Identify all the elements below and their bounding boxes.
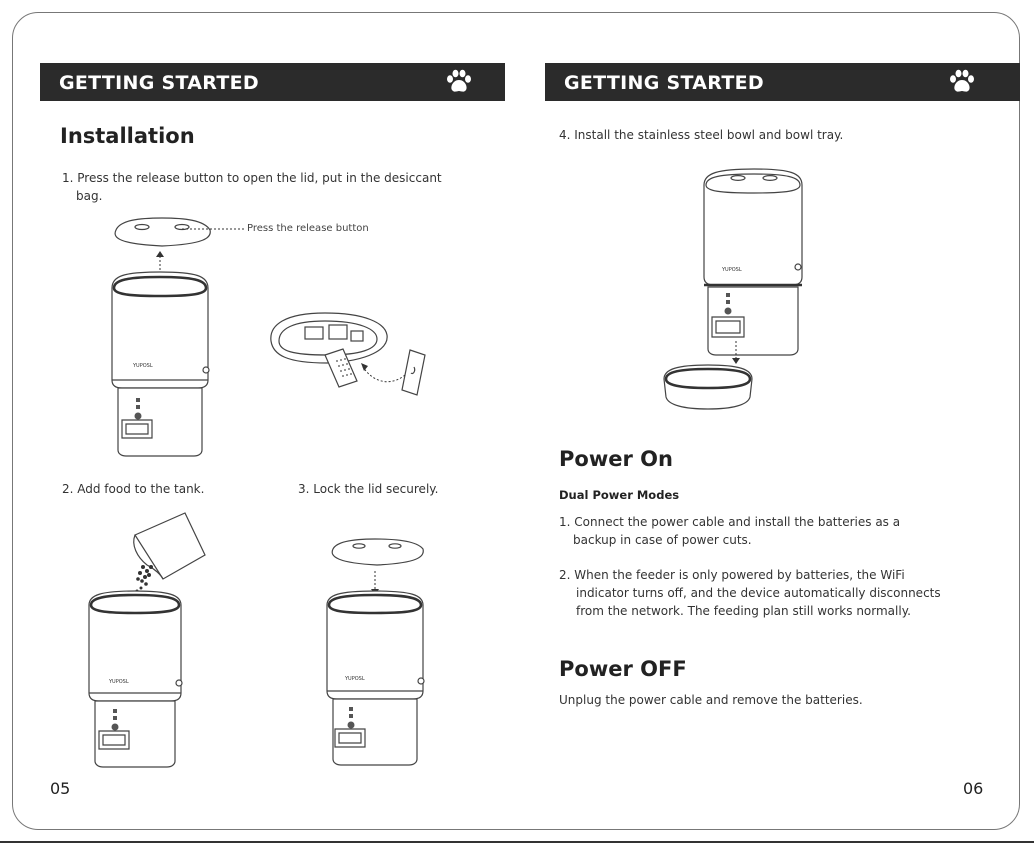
device-brand-label: YUPOSL (108, 679, 129, 685)
add-food-illustration: YUPOSL (88, 512, 206, 768)
device-brand-label: YUPOSL (132, 363, 153, 369)
step3-text: 3. Lock the lid securely. (298, 482, 439, 496)
device-brand-label: YUPOSL (344, 676, 365, 682)
right-page-number: 06 (963, 779, 984, 798)
page-frame (12, 12, 1020, 830)
power-off-heading: Power OFF (559, 657, 687, 681)
left-banner: GETTING STARTED (40, 63, 505, 101)
paw-icon (447, 69, 471, 92)
left-banner-title: GETTING STARTED (59, 72, 259, 94)
install-bowl-illustration: YUPOSL (663, 168, 803, 410)
device-brand-label: YUPOSL (721, 267, 742, 273)
desiccant-bag-illustration (270, 312, 426, 396)
paw-icon (950, 69, 974, 92)
step1-line1: 1. Press the release button to open the … (62, 171, 442, 185)
installation-heading: Installation (60, 124, 195, 148)
dual-power-modes-heading: Dual Power Modes (559, 488, 680, 502)
power-on-item2-line2: indicator turns off, and the device auto… (576, 586, 941, 600)
power-on-item1-line1: 1. Connect the power cable and install t… (559, 515, 901, 529)
power-on-heading: Power On (559, 447, 673, 471)
power-off-text: Unplug the power cable and remove the ba… (559, 693, 863, 707)
bottom-rule (0, 841, 1034, 843)
power-on-item2-line1: 2. When the feeder is only powered by ba… (559, 568, 905, 582)
power-on-item2-line3: from the network. The feeding plan still… (576, 604, 911, 618)
release-button-callout: Press the release button (247, 223, 369, 234)
right-banner-title: GETTING STARTED (564, 72, 764, 94)
step1-line2: bag. (76, 189, 103, 203)
left-page-number: 05 (50, 779, 71, 798)
power-on-item1-line2: backup in case of power cuts. (573, 533, 752, 547)
step4-text: 4. Install the stainless steel bowl and … (559, 128, 844, 142)
feeder-lid-removed-illustration: YUPOSL (111, 217, 245, 457)
right-banner: GETTING STARTED (545, 63, 1020, 101)
lock-lid-illustration: YUPOSL (326, 538, 425, 766)
step2-text: 2. Add food to the tank. (62, 482, 205, 496)
